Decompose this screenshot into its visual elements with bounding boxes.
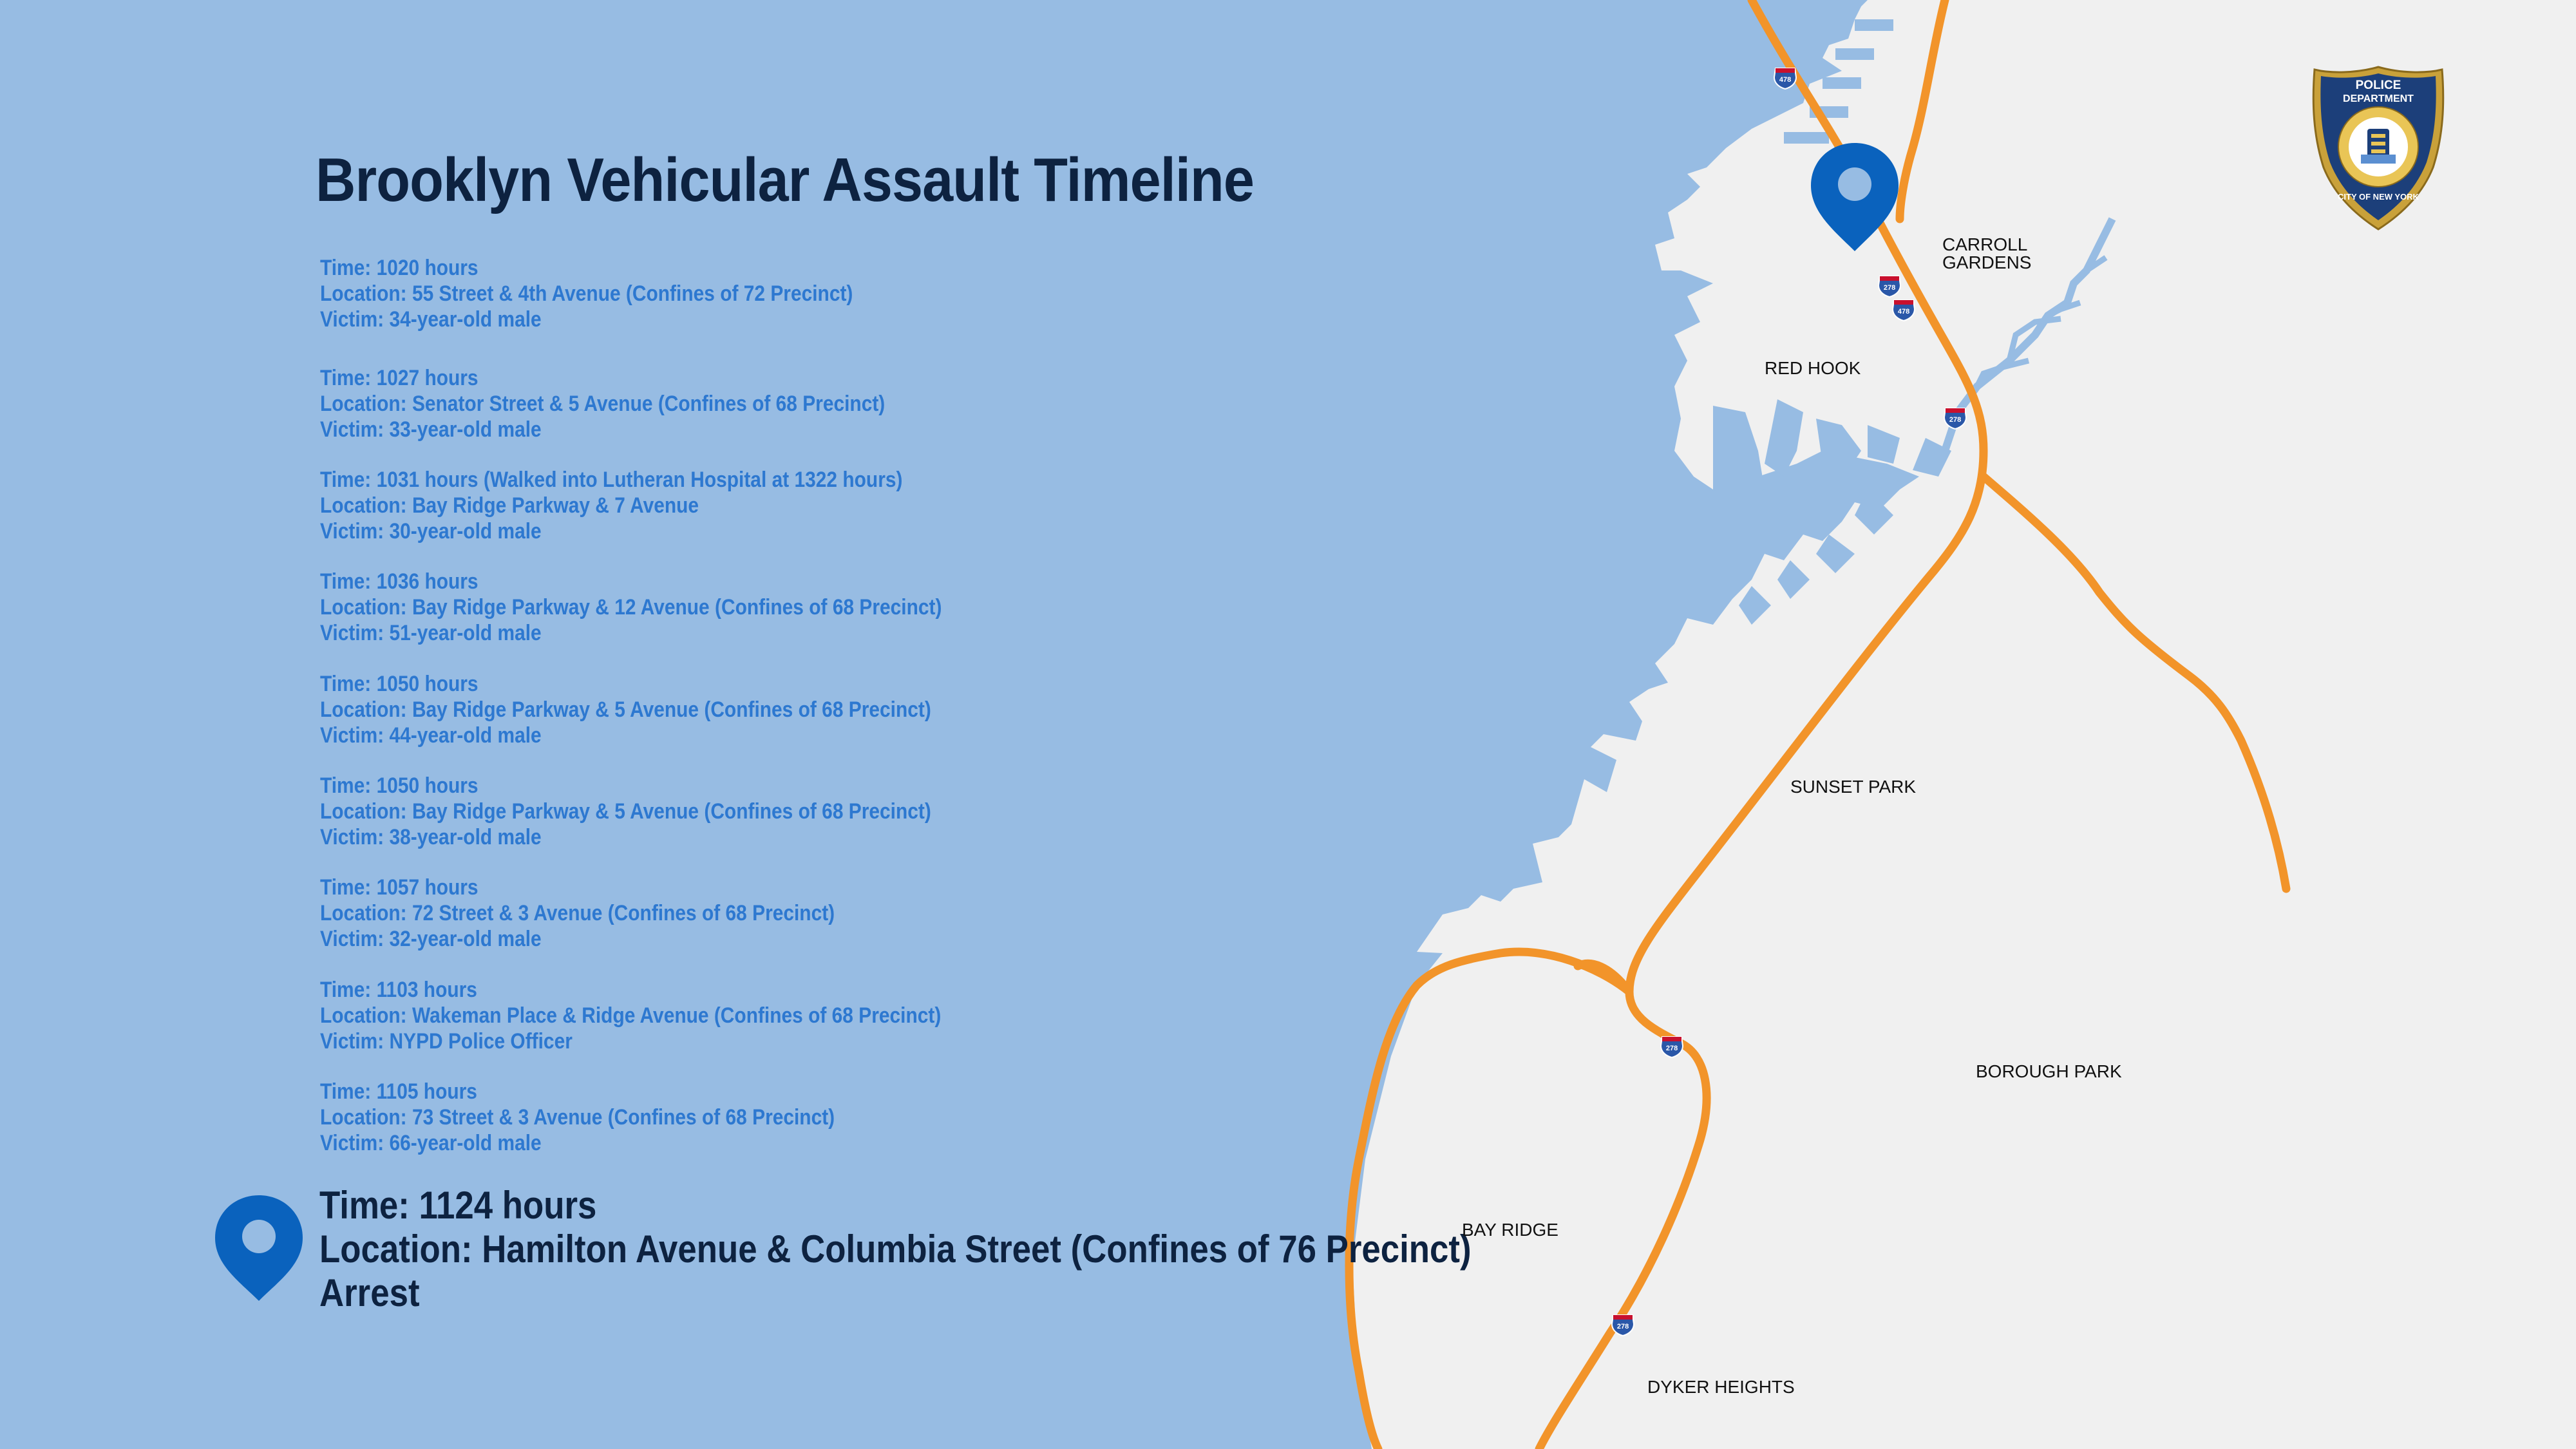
entry-time: Time: 1050 hours (320, 773, 478, 798)
canal-branch-4 (2085, 255, 2108, 273)
shield-i278-a: 278 (1877, 276, 1902, 298)
i278-bqe (1895, 0, 1949, 223)
entry-location: Location: Wakeman Place & Ridge Avenue (… (320, 1003, 942, 1028)
highways (1345, 0, 2291, 1449)
timeline-entry: Time: 1027 hours Location: Senator Stree… (320, 365, 885, 442)
entry-location: Location: 73 Street & 3 Avenue (Confines… (320, 1105, 835, 1130)
neighborhood-label-line: GARDENS (1942, 252, 2032, 272)
neighborhood-label-bay-ridge: BAY RIDGE (1462, 1220, 1558, 1240)
timeline-entry: Time: 1036 hours Location: Bay Ridge Par… (320, 569, 942, 646)
canal-branch-3 (2046, 299, 2081, 319)
entry-time: Time: 1027 hours (320, 366, 478, 390)
entry-victim: Victim: NYPD Police Officer (320, 1029, 573, 1054)
badge-bottom-text: CITY OF NEW YORK (2338, 192, 2420, 202)
entry-time: Time: 1050 hours (320, 672, 478, 696)
badge-top-text: POLICE (2356, 79, 2401, 92)
entry-victim: Victim: 38-year-old male (320, 825, 542, 849)
entry-time: Time: 1031 hours (Walked into Lutheran H… (320, 468, 903, 492)
shield-label: 278 (1617, 1323, 1629, 1331)
timeline-entry: Time: 1031 hours (Walked into Lutheran H… (320, 467, 902, 544)
entry-victim: Victim: 66-year-old male (320, 1131, 542, 1155)
entry-time: Time: 1103 hours (320, 978, 477, 1002)
neighborhood-label-sunset-park: SUNSET PARK (1790, 777, 1917, 797)
neighborhood-label-borough-park: BOROUGH PARK (1976, 1061, 2122, 1081)
neighborhood-label-red-hook: RED HOOK (1765, 358, 1861, 378)
shield-label: 278 (1666, 1045, 1678, 1052)
canal-branch-1 (1974, 357, 2030, 388)
entry-victim: Victim: 30-year-old male (320, 519, 542, 544)
timeline-entry: Time: 1050 hours Location: Bay Ridge Par… (320, 671, 931, 748)
entry-location: Location: 72 Street & 3 Avenue (Confines… (320, 901, 835, 925)
north-piers (1784, 19, 1893, 144)
shield-label: 278 (1949, 416, 1961, 424)
shield-label: 478 (1779, 76, 1791, 84)
entry-time: Time: 1036 hours (320, 569, 478, 594)
land-area (1352, 0, 2576, 1449)
shield-i278-b: 278 (1943, 408, 1967, 430)
neighborhood-label-line: CARROLL (1942, 234, 2028, 254)
entry-victim: Victim: 32-year-old male (320, 927, 542, 951)
shield-i478-b: 478 (1891, 299, 1916, 322)
arrest-block: Time: 1124 hours Location: Hamilton Aven… (319, 1184, 1472, 1315)
timeline-entry: Time: 1057 hours Location: 72 Street & 3… (320, 875, 835, 952)
map-pin-icon (215, 1195, 303, 1301)
shield-i478-north: 478 (1773, 68, 1797, 90)
entry-location: Location: Bay Ridge Parkway & 12 Avenue … (320, 595, 942, 620)
entry-location: Location: Bay Ridge Parkway & 5 Avenue (… (320, 799, 931, 824)
canal-branch-2 (2006, 316, 2061, 362)
arrest-location: Location: Hamilton Avenue & Columbia Str… (319, 1227, 1472, 1271)
timeline-entry: Time: 1105 hours Location: 73 Street & 3… (320, 1079, 835, 1156)
entry-time: Time: 1020 hours (320, 256, 478, 280)
timeline-entry: Time: 1050 hours Location: Bay Ridge Par… (320, 773, 931, 850)
shield-label: 478 (1898, 308, 1909, 316)
i478-route (1535, 0, 1988, 1449)
entry-time: Time: 1105 hours (320, 1079, 477, 1104)
entry-time: Time: 1057 hours (320, 875, 478, 900)
entry-location: Location: Bay Ridge Parkway & 5 Avenue (… (320, 697, 931, 722)
belt-parkway-inner (1573, 959, 1634, 996)
page-title: Brooklyn Vehicular Assault Timeline (316, 146, 1255, 214)
belt-parkway (1345, 947, 1634, 1449)
entry-location: Location: 55 Street & 4th Avenue (Confin… (320, 281, 853, 306)
entry-victim: Victim: 44-year-old male (320, 723, 542, 748)
neighborhood-label-dyker-heights: DYKER HEIGHTS (1647, 1377, 1795, 1397)
shield-label: 278 (1884, 284, 1895, 292)
timeline-entry: Time: 1020 hours Location: 55 Street & 4… (320, 255, 853, 332)
shield-i278-c: 278 (1660, 1036, 1684, 1059)
nypd-badge-icon: POLICE DEPARTMENT CITY OF NEW YORK (2312, 66, 2445, 231)
entry-location: Location: Senator Street & 5 Avenue (Con… (320, 392, 886, 416)
entry-victim: Victim: 33-year-old male (320, 417, 542, 442)
map-pin-icon (1811, 143, 1899, 251)
shield-i278-d: 278 (1611, 1314, 1635, 1337)
prospect-expressway (1979, 472, 2291, 893)
neighborhood-label-carroll-gardens: CARROLL GARDENS (1942, 236, 2031, 272)
entry-location: Location: Bay Ridge Parkway & 7 Avenue (320, 493, 699, 518)
timeline-entry: Time: 1103 hours Location: Wakeman Place… (320, 977, 941, 1054)
waterway-details (1713, 399, 1951, 625)
arrest-label: Arrest (319, 1271, 420, 1314)
entry-victim: Victim: 51-year-old male (320, 621, 542, 645)
entry-victim: Victim: 34-year-old male (320, 307, 542, 332)
arrest-time: Time: 1124 hours (319, 1184, 597, 1227)
badge-middle-text: DEPARTMENT (2343, 93, 2414, 104)
